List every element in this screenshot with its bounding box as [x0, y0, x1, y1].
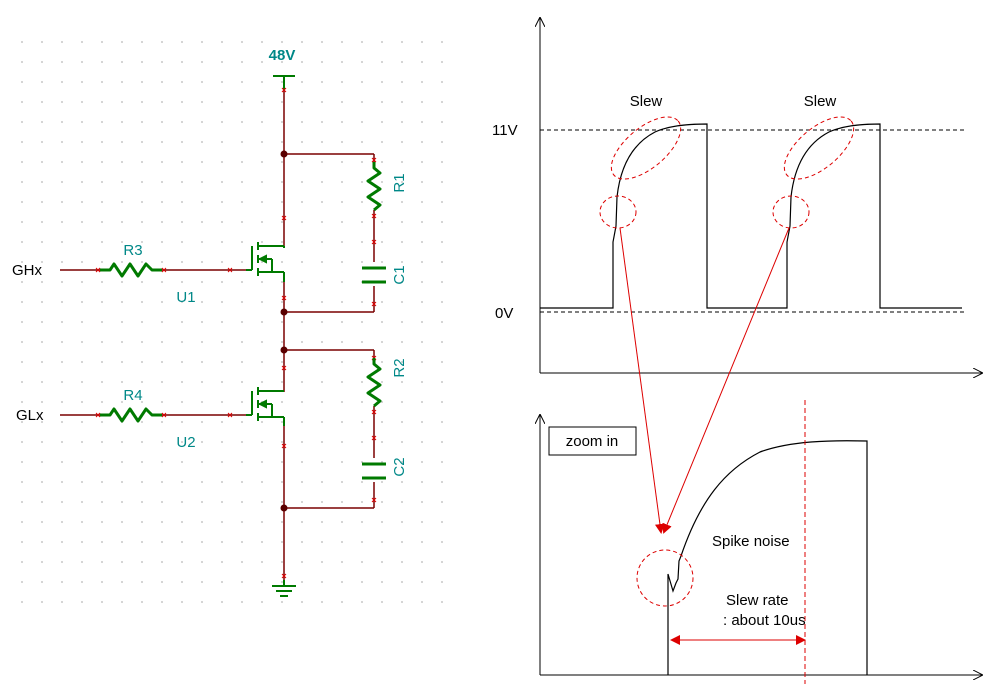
capacitor-c2 [362, 462, 386, 480]
ground-symbol [272, 580, 296, 597]
zoom-arrow-1 [619, 227, 665, 534]
slew-rate-label-line1: Slew rate [726, 592, 789, 609]
r1-label: R1 [391, 173, 408, 192]
zoom-panel: zoom in Spike noise Slew rate : about 10… [540, 400, 982, 684]
zoom-arrow-2 [662, 227, 790, 534]
mosfet-u2 [246, 387, 285, 426]
c2-label: C2 [391, 457, 408, 476]
gate-voltage-trace [540, 123, 962, 309]
mosfet-u1 [246, 242, 285, 282]
level-0v-label: 0V [495, 305, 513, 322]
zoom-in-box [548, 426, 637, 456]
capacitor-c1 [362, 266, 386, 284]
spike-noise-label: Spike noise [712, 533, 790, 550]
dot-grid [18, 40, 448, 605]
u2-label: U2 [176, 434, 195, 451]
level-11v-label: 11V [492, 122, 518, 139]
resistor-r1 [366, 162, 382, 212]
top-waveform-panel: 11V 0V Slew Slew [492, 18, 982, 373]
zoom-trace [667, 440, 868, 675]
input-glx-label: GLx [16, 407, 44, 424]
spike-ellipse-2 [772, 195, 810, 229]
resistor-r2 [366, 358, 382, 408]
supply-label: 48V [269, 47, 296, 64]
zoom-in-label: zoom in [566, 433, 619, 450]
spike-noise-ellipse [636, 549, 694, 607]
supply-symbol [273, 75, 295, 90]
schematic: 48V [12, 40, 448, 605]
resistor-r3 [100, 262, 162, 278]
junctions [280, 150, 288, 512]
pin-markers [95, 87, 377, 579]
slew-ellipse-1 [610, 116, 682, 180]
slew-rate-label-line2: : about 10us [723, 612, 806, 629]
input-ghx-label: GHx [12, 262, 43, 279]
r2-label: R2 [391, 358, 408, 377]
u1-label: U1 [176, 289, 195, 306]
c1-label: C1 [391, 265, 408, 284]
r4-label: R4 [123, 387, 142, 404]
r3-label: R3 [123, 242, 142, 259]
slew-ellipse-2 [783, 116, 855, 180]
slew-label-2: Slew [804, 93, 837, 110]
spike-ellipse-1 [599, 195, 637, 229]
wires [60, 90, 375, 580]
slew-label-1: Slew [630, 93, 663, 110]
resistor-r4 [100, 407, 162, 423]
